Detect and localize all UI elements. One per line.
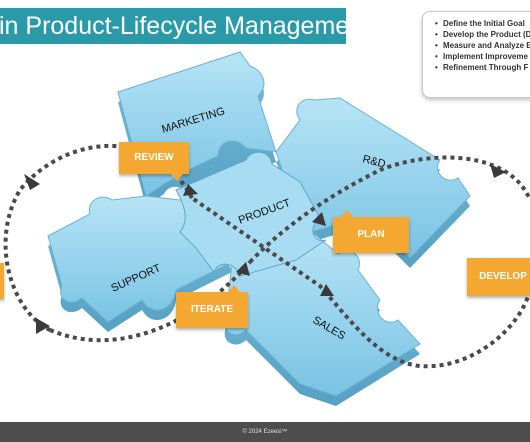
rd-label: R&D [361,153,386,170]
develop-tag: DEVELOP [467,258,530,296]
plan-tag: PLAN [333,210,409,253]
product-piece [175,151,327,277]
step-item: Define the Initial Goal [435,18,530,29]
review-tag: REVIEW [119,142,189,181]
develop-label: DEVELOP [479,271,527,282]
step-item: Implement Improveme [435,51,530,62]
arrow-icon [320,284,334,296]
arrow-icon [24,174,40,190]
page-title: in Product-Lifecycle Management [0,12,346,40]
steps-box: Define the Initial Goal Develop the Prod… [422,11,530,98]
steps-list: Define the Initial Goal Develop the Prod… [423,12,530,73]
arrow-icon [312,212,326,226]
footer: © 2024 Ezeesi™ [0,422,530,442]
step-item: Measure and Analyze E [435,40,530,51]
path-arrows [24,164,506,334]
puzzle-diagram: MARKETING R&D PRODUCT SUPPORT SALES [3,51,530,406]
arrow-icon [490,164,506,178]
review-label: REVIEW [134,152,174,163]
arrow-icon [36,318,50,334]
arrow-icon [236,262,250,276]
step-item: Develop the Product (D [435,29,530,40]
plan-label: PLAN [357,229,385,240]
title-bar: in Product-Lifecycle Management [0,8,346,44]
arrow-icon [183,184,198,196]
step-item: Refinement Through F [435,62,530,73]
footer-text: © 2024 Ezeesi™ [242,429,288,435]
iterate-label: ITERATE [190,304,234,315]
left-tag-partial [0,263,4,299]
iterate-tag: ITERATE [176,285,248,328]
